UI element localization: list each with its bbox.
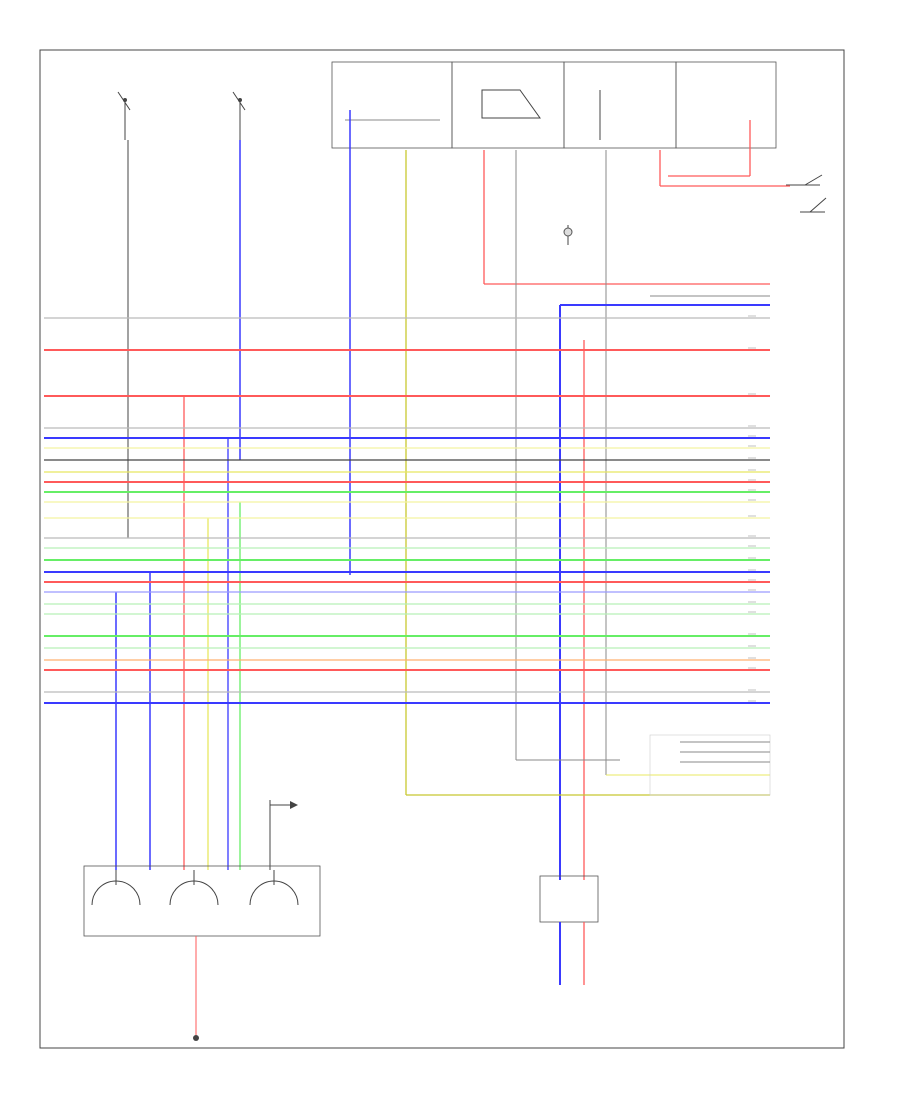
relay-switch-symbol (481, 89, 541, 119)
top-connector-block-2 (451, 61, 565, 149)
diagram-border (39, 49, 845, 1049)
mode-switch-top-right (786, 174, 827, 213)
ground-point-left (193, 1035, 199, 1041)
top-connector-block-4 (675, 61, 777, 149)
solenoid-block (83, 865, 321, 937)
top-connector-block-3 (563, 61, 677, 149)
arrow-icon (290, 801, 298, 809)
pressure-switch-left (117, 91, 131, 140)
ground-symbol (563, 225, 573, 245)
center-sensor-module (539, 875, 599, 985)
connector-group-bottom-right (649, 734, 771, 796)
wire-end-markers (748, 315, 756, 702)
pressure-switch-right (232, 91, 246, 140)
harness-wire-layer (44, 317, 770, 704)
